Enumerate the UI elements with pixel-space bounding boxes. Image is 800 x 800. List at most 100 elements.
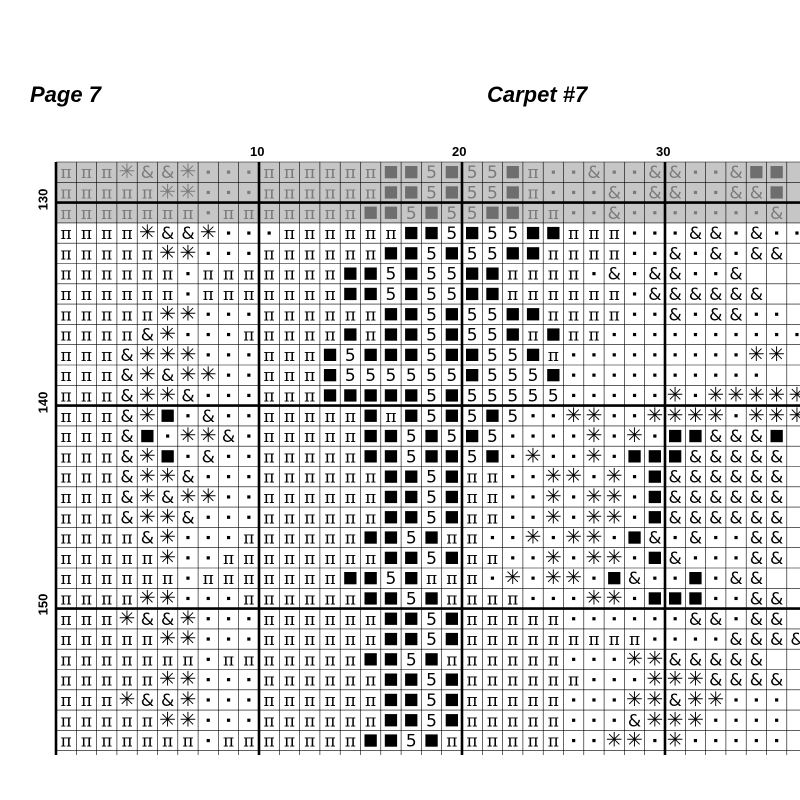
stitch-symbol: 5 bbox=[487, 366, 498, 386]
stitch-symbol-square bbox=[364, 429, 377, 443]
stitch-symbol: ✳ bbox=[180, 484, 197, 508]
stitch-symbol-dot bbox=[206, 211, 210, 215]
stitch-symbol: π bbox=[61, 407, 72, 427]
stitch-symbol: π bbox=[467, 691, 478, 711]
stitch-symbol: π bbox=[101, 691, 112, 711]
stitch-symbol: ✳ bbox=[545, 464, 562, 488]
stitch-symbol-dot bbox=[673, 231, 677, 235]
stitch-symbol: π bbox=[527, 650, 538, 670]
stitch-symbol: & bbox=[669, 183, 682, 203]
stitch-symbol: 5 bbox=[467, 163, 478, 183]
stitch-symbol: π bbox=[507, 691, 518, 711]
stitch-symbol: π bbox=[61, 671, 72, 691]
stitch-symbol: π bbox=[446, 589, 457, 609]
stitch-symbol: π bbox=[304, 650, 315, 670]
stitch-symbol-square bbox=[425, 592, 438, 605]
stitch-symbol-square bbox=[364, 592, 377, 605]
stitch-symbol: π bbox=[324, 549, 335, 569]
stitch-symbol: π bbox=[324, 569, 335, 589]
stitch-symbol: π bbox=[548, 630, 559, 650]
stitch-symbol-dot bbox=[734, 596, 738, 601]
stitch-symbol-square bbox=[689, 592, 702, 605]
stitch-symbol: & bbox=[750, 244, 763, 264]
stitch-symbol-dot bbox=[612, 414, 616, 418]
stitch-symbol: π bbox=[365, 508, 376, 528]
stitch-symbol: π bbox=[467, 671, 478, 691]
stitch-symbol-dot bbox=[247, 475, 251, 479]
stitch-symbol: π bbox=[385, 224, 396, 244]
stitch-symbol: π bbox=[264, 407, 275, 427]
stitch-symbol-dot bbox=[226, 393, 231, 398]
stitch-symbol-square bbox=[445, 632, 458, 646]
stitch-symbol: & bbox=[729, 427, 742, 447]
stitch-symbol: 5 bbox=[446, 427, 457, 447]
stitch-symbol-dot bbox=[632, 373, 637, 377]
stitch-symbol: π bbox=[345, 244, 356, 264]
stitch-symbol: π bbox=[304, 204, 315, 224]
stitch-symbol: ✳ bbox=[119, 159, 136, 183]
stitch-symbol: π bbox=[487, 711, 498, 731]
stitch-symbol-dot bbox=[693, 251, 698, 255]
stitch-symbol-dot bbox=[632, 170, 637, 174]
stitch-symbol: π bbox=[61, 691, 72, 711]
stitch-symbol: π bbox=[467, 529, 478, 549]
stitch-symbol-dot bbox=[206, 353, 210, 357]
stitch-symbol-dot bbox=[511, 475, 515, 479]
stitch-symbol: ✳ bbox=[586, 525, 603, 549]
stitch-symbol: ✳ bbox=[626, 646, 643, 670]
stitch-symbol: ✳ bbox=[545, 545, 562, 569]
stitch-symbol: & bbox=[689, 508, 702, 528]
stitch-symbol: & bbox=[669, 549, 682, 569]
stitch-symbol-dot bbox=[612, 698, 616, 702]
stitch-symbol-dot bbox=[653, 332, 657, 337]
stitch-symbol: π bbox=[304, 447, 315, 467]
stitch-symbol-dot bbox=[673, 373, 677, 377]
stitch-symbol-square bbox=[323, 369, 337, 382]
stitch-symbol-dot bbox=[714, 556, 718, 560]
stitch-symbol-dot bbox=[734, 231, 738, 235]
stitch-symbol: 5 bbox=[406, 732, 417, 752]
stitch-symbol: 5 bbox=[487, 305, 498, 325]
stitch-symbol: 5 bbox=[467, 447, 478, 467]
stitch-symbol: 5 bbox=[487, 163, 498, 183]
stitch-symbol: π bbox=[101, 386, 112, 406]
stitch-symbol: 5 bbox=[426, 468, 437, 488]
stitch-symbol: & bbox=[750, 488, 763, 508]
stitch-symbol-dot bbox=[226, 535, 231, 540]
stitch-symbol-dot bbox=[612, 454, 616, 458]
stitch-symbol-square bbox=[445, 409, 458, 422]
stitch-symbol: π bbox=[324, 691, 335, 711]
stitch-symbol: & bbox=[709, 224, 722, 244]
column-number-30: 30 bbox=[656, 144, 671, 159]
stitch-symbol: π bbox=[304, 691, 315, 711]
stitch-symbol-square bbox=[364, 653, 377, 666]
stitch-symbol: π bbox=[284, 447, 295, 467]
stitch-symbol: & bbox=[709, 447, 722, 467]
stitch-symbol-dot bbox=[572, 698, 576, 702]
stitch-symbol: π bbox=[121, 285, 132, 305]
stitch-symbol-dot bbox=[632, 556, 637, 560]
stitch-symbol: π bbox=[629, 630, 640, 650]
stitch-symbol: π bbox=[142, 732, 153, 752]
stitch-symbol-dot bbox=[714, 637, 718, 641]
stitch-symbol: π bbox=[284, 529, 295, 549]
stitch-symbol-square bbox=[405, 409, 418, 422]
stitch-symbol: π bbox=[61, 427, 72, 447]
stitch-symbol: π bbox=[527, 265, 538, 285]
stitch-symbol: 5 bbox=[365, 366, 376, 386]
stitch-symbol: 5 bbox=[446, 366, 457, 386]
stitch-symbol-dot bbox=[206, 251, 210, 255]
stitch-symbol-dot bbox=[511, 515, 515, 519]
stitch-symbol-dot bbox=[247, 353, 251, 357]
stitch-symbol: π bbox=[365, 671, 376, 691]
stitch-symbol: π bbox=[101, 326, 112, 346]
stitch-symbol-dot bbox=[632, 251, 637, 255]
stitch-symbol-dot bbox=[247, 718, 251, 722]
stitch-symbol: π bbox=[101, 366, 112, 386]
stitch-symbol: 5 bbox=[426, 265, 437, 285]
stitch-symbol-dot bbox=[653, 353, 657, 357]
stitch-symbol: π bbox=[264, 610, 275, 630]
stitch-symbol-dot bbox=[632, 393, 637, 398]
stitch-symbol: π bbox=[527, 285, 538, 305]
stitch-symbol-dot bbox=[714, 353, 718, 357]
